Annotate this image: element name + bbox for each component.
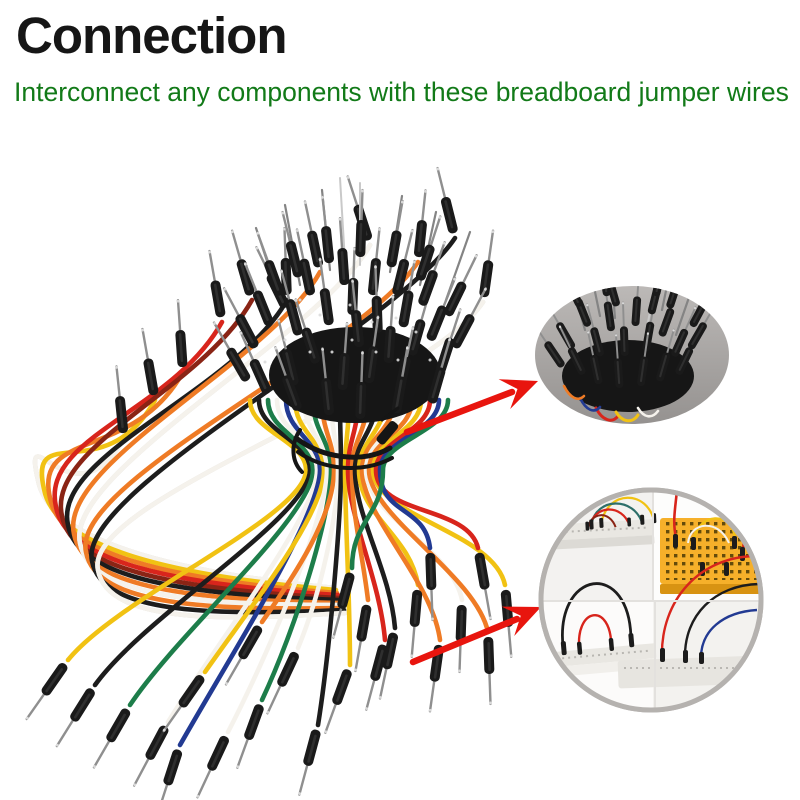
zoom-callout-usage [538, 487, 764, 713]
callout-arrow-bottom [409, 606, 541, 666]
bundle-wires [65, 397, 508, 748]
callout-ring [538, 487, 764, 713]
callout-arrow-top [403, 379, 538, 436]
usage-photo-mini-breadboard [660, 492, 759, 594]
page-subtitle: Interconnect any components with these b… [14, 77, 789, 108]
pin-glints [263, 298, 432, 364]
zoom-callout-connectors [535, 286, 729, 424]
header: Connection Interconnect any components w… [0, 0, 800, 108]
page-title: Connection [16, 7, 287, 64]
collage-seams [543, 492, 759, 708]
cable-tie [291, 406, 400, 474]
top-connector-cluster [208, 177, 492, 423]
jumper-wire-bundle [21, 165, 518, 800]
wire-stubs [562, 384, 660, 423]
